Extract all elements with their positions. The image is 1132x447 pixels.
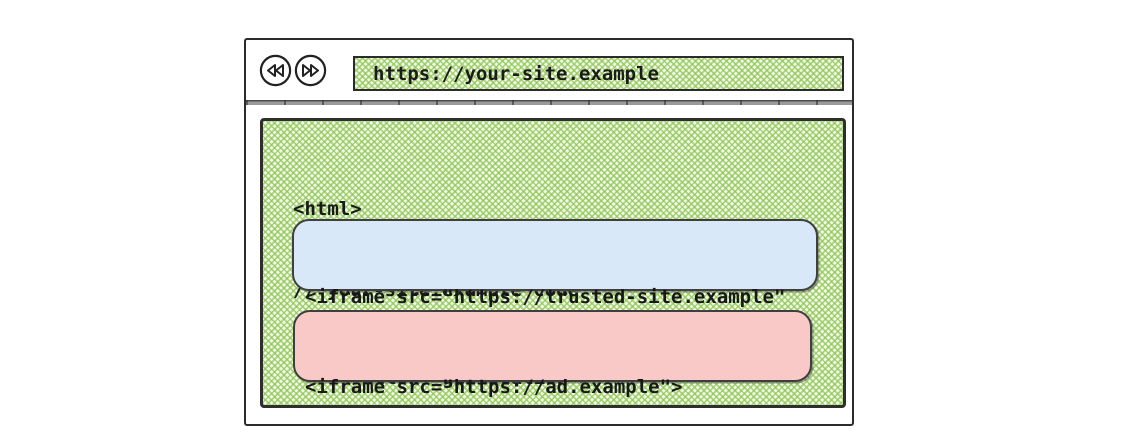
url-text: https://your-site.example (373, 62, 659, 85)
code-line-html-tag: <html> (293, 198, 362, 220)
trusted-iframe-box: <iframe src="https://trusted-site.exampl… (292, 219, 818, 389)
ad-iframe-box: <iframe src="https://ad.example"> (293, 310, 812, 398)
trusted-iframe-code-line-src: <iframe src="https://trusted-site.exampl… (305, 286, 786, 308)
ad-iframe-code-line-src: <iframe src="https://ad.example"> (305, 376, 683, 398)
ad-iframe-code: <iframe src="https://ad.example"> (295, 312, 810, 447)
double-chevron-left-icon (259, 54, 292, 87)
back-button[interactable] (259, 54, 292, 87)
page-content: <html> // your-site.example code <iframe… (260, 118, 846, 408)
forward-button[interactable] (294, 54, 327, 87)
toolbar-divider (246, 100, 852, 105)
double-chevron-right-icon (294, 54, 327, 87)
url-bar[interactable]: https://your-site.example (353, 56, 844, 91)
browser-window: https://your-site.example <html> // your… (244, 38, 854, 426)
